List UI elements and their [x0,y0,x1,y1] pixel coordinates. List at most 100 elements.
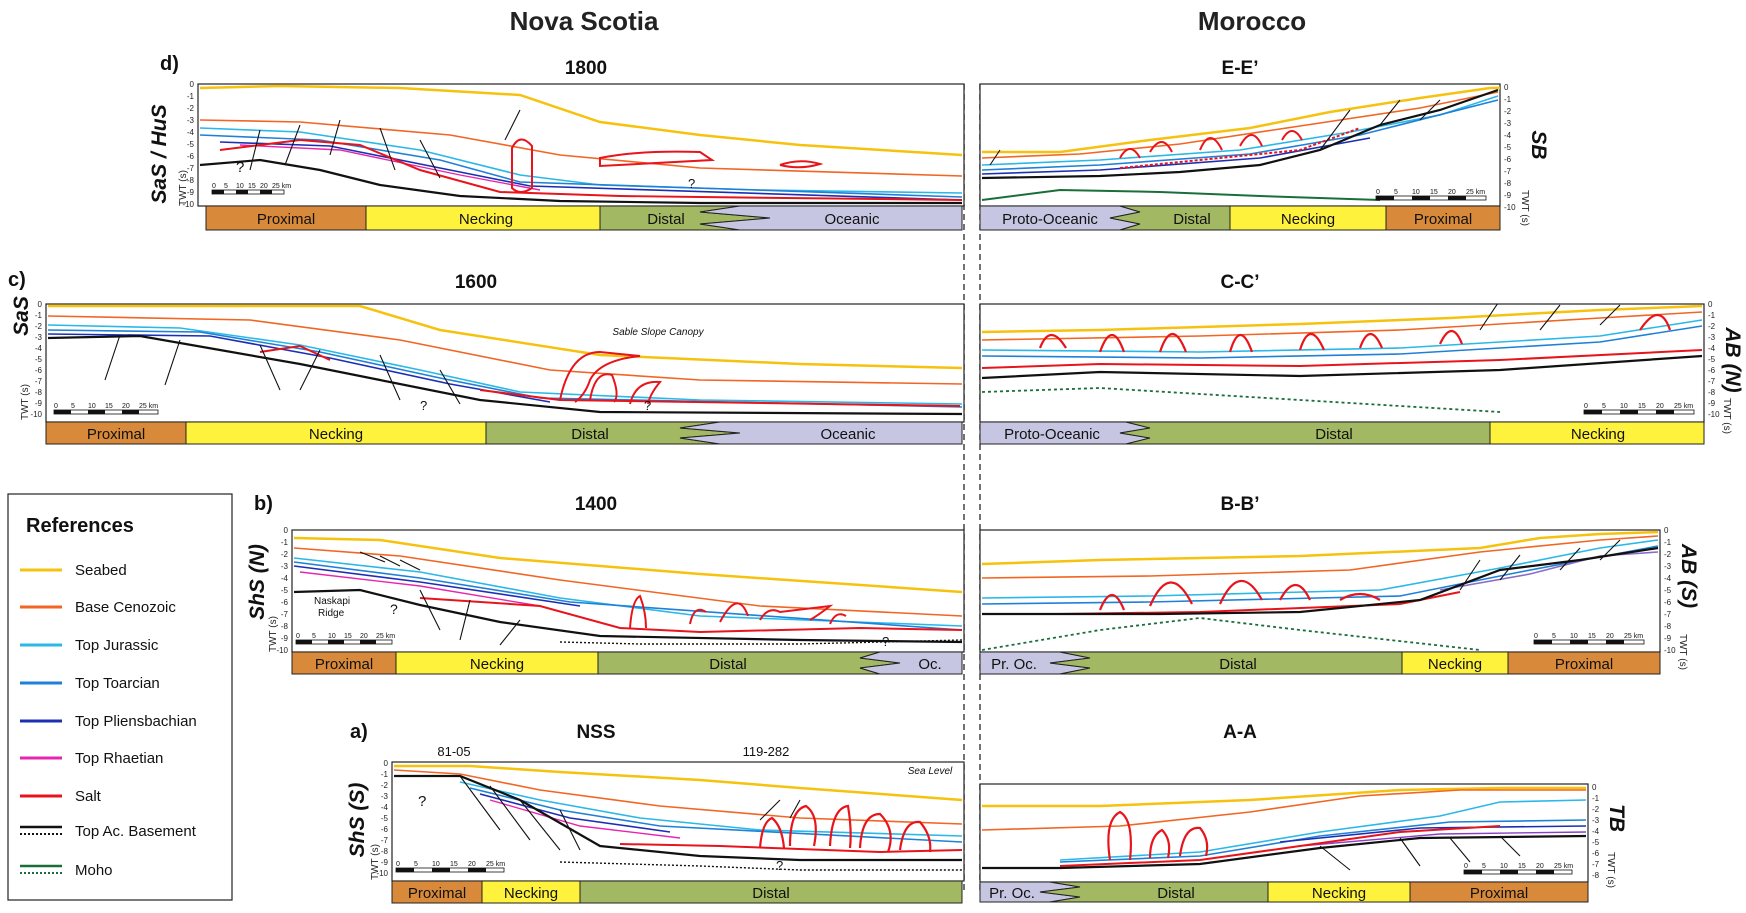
domain-distal [1119,421,1491,445]
domain-bar-c-c: Proto-Oceanic Distal Necking [979,421,1705,445]
scale-tick: 0 [1584,403,1588,410]
domain-label: Necking [1281,211,1335,228]
scale-tick: 20 [260,183,268,190]
sable-slope-canopy-label: Sable Slope Canopy [612,327,704,338]
question-mark: ? [418,793,426,810]
domain-oceanic [699,205,963,231]
domain-label: Necking [1312,885,1366,902]
seabed-horizon [982,86,1500,154]
depth-tick: -8 [1664,622,1672,631]
base-cenozoic-horizon [981,311,1703,341]
legend-label: Seabed [75,562,127,579]
domain-label: Necking [1428,656,1482,673]
depth-tick: -2 [35,322,43,331]
depth-tick: -4 [1664,574,1672,583]
depth-tick: -4 [35,344,43,353]
domain-label: Distal [1315,426,1353,443]
seabed-horizon [981,304,1703,334]
scale-tick: 5 [1552,633,1556,640]
top-rhaetian-horizon [299,571,541,607]
domain-label: Proximal [87,426,145,443]
side-label-sas: SaS [10,296,33,336]
side-label-sb: SB [1527,130,1550,159]
section-title-c-c: C-C’ [1220,272,1259,293]
twt-axis-label: TWT (s) [1519,190,1530,226]
scale-tick: 20 [468,861,476,868]
top-basement-dashed [559,639,963,645]
depth-tick: -3 [1504,119,1512,128]
scale-tick: 5 [414,861,418,868]
side-label-ab-s: AB (S) [1677,543,1700,608]
salt-diapirs [1107,810,1209,861]
question-mark: ? [236,159,244,176]
depth-tick: -1 [381,770,389,779]
well-label: 119-282 [743,744,790,759]
depth-tick: -6 [281,598,289,607]
domain-necking [1229,205,1387,231]
faults [459,775,801,851]
scale-tick: 0 [296,633,300,640]
domain-bar-a-a: Pr. Oc. Distal Necking Proximal [979,881,1589,903]
salt-diapirs [758,804,932,853]
scale-tick: 10 [1570,633,1578,640]
depth-tick: -2 [187,104,195,113]
base-cenozoic-horizon [981,91,1499,159]
column-header-morocco: Morocco [1198,6,1306,36]
depth-tick: -5 [35,355,43,364]
depth-ticks-1400: 0 -1 -2 -3 -4 -5 -6 -7 -8 -9 -10 [276,526,288,655]
scale-tick: 15 [1588,633,1596,640]
domain-proximal [1385,205,1501,231]
section-title-a-a: A-A [1223,722,1257,743]
scale-tick: 5 [1602,403,1606,410]
domain-bar-e-e: Proto-Oceanic Distal Necking Proximal [979,205,1501,231]
scale-tick: 20 [1606,633,1614,640]
salt-diapir [629,380,662,405]
domain-label: Proximal [1470,885,1528,902]
scale-tick: 10 [1620,403,1628,410]
depth-tick: -3 [381,792,389,801]
legend-label: Salt [75,788,102,805]
salt-diapir [589,373,618,403]
twt-axis-label: TWT (s) [20,384,31,420]
domain-label: Necking [1571,426,1625,443]
scale-tick: 5 [1482,863,1486,870]
section-title-e-e: E-E’ [1222,58,1259,79]
top-pliensbachian-horizon [981,137,1371,175]
salt-diapirs [1119,130,1303,159]
depth-tick: -10 [276,646,288,655]
depth-tick: -9 [281,634,289,643]
scale-tick: 25 km [1674,403,1693,410]
domain-label: Oceanic [824,211,880,228]
side-label-ab-n: AB (N) [1721,326,1744,392]
domain-distal [597,651,901,675]
depth-ticks-a-a: 0 -1 -2 -3 -4 -5 -6 -7 -8 [1592,783,1600,880]
scale-bar: 0 5 10 15 20 25 km [295,633,395,645]
top-pliensbachian-horizon [293,565,581,607]
depth-tick: -10 [1664,646,1676,655]
question-mark: ? [688,176,695,191]
depth-tick: -1 [281,538,289,547]
question-mark: ? [644,398,651,413]
scale-bar: 0 5 10 15 20 25 km [395,861,505,873]
side-label-tb: TB [1605,804,1628,832]
scale-tick: 10 [1500,863,1508,870]
section-title-b-b: B-B’ [1220,494,1259,515]
panel-letter-a: a) [350,721,368,743]
depth-tick: -7 [1592,860,1600,869]
depth-tick: -6 [1504,155,1512,164]
top-jurassic-horizon [459,781,963,837]
salt-canopy [599,150,716,168]
depth-tick: -9 [187,188,195,197]
salt-layer [619,843,963,854]
legend-box [7,493,233,901]
top-toarcian-horizon [199,134,963,198]
legend-label: Top Rhaetian [75,750,163,767]
domain-necking [1489,421,1705,445]
horizons-b-b [981,530,1659,651]
depth-tick: -7 [1708,377,1716,386]
domain-bar-1600: Proximal Necking Distal Oceanic [45,421,963,445]
top-jurassic-horizon [293,557,963,627]
depth-tick: -7 [381,836,389,845]
scale-tick: 10 [328,633,336,640]
